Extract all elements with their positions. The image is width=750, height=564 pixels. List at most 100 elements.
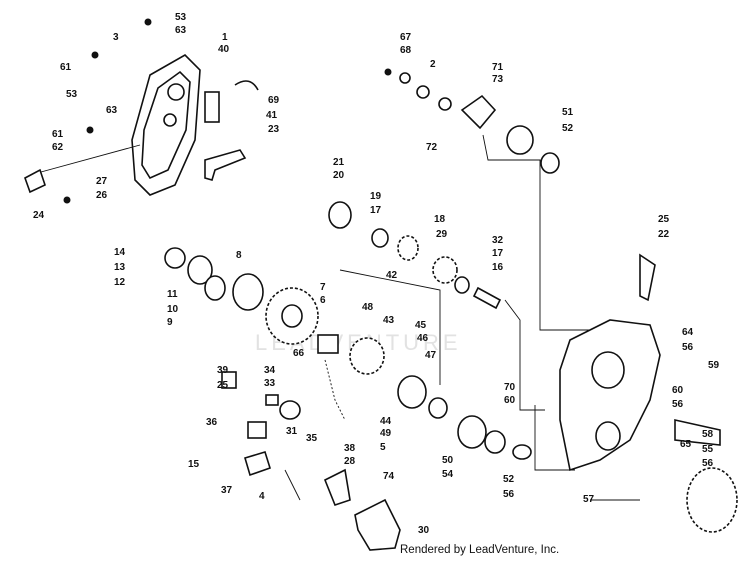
callout-48: 48 [362,302,374,313]
callout-56: 56 [702,458,714,469]
callout-20: 20 [333,170,345,181]
callout-28: 28 [344,456,356,467]
washer-17 [371,228,389,248]
callout-63: 63 [106,105,118,116]
callout-71: 71 [492,62,504,73]
callout-72: 72 [426,142,438,153]
callout-18: 18 [434,214,446,225]
callout-8: 8 [236,250,242,261]
callout-74: 74 [383,471,395,482]
callout-70: 70 [504,382,516,393]
gear-train-group [164,201,532,460]
roller-33 [279,400,301,420]
callout-60: 60 [504,395,516,406]
bearing-9 [232,273,264,311]
callout-38: 38 [344,443,356,454]
callout-47: 47 [425,350,437,361]
callout-52: 52 [562,123,574,134]
block-39 [221,371,237,389]
callout-40: 40 [218,44,230,55]
callout-2: 2 [430,59,436,70]
spring-11 [187,255,213,285]
callout-3: 3 [113,32,119,43]
lever-24 [24,168,46,194]
washer-17b [454,276,470,294]
callout-49: 49 [380,428,392,439]
callout-1: 1 [222,32,228,43]
washer-10 [204,275,226,301]
callout-11: 11 [167,289,178,300]
gear-32 [432,256,458,284]
bracket-37 [244,451,271,477]
callout-6: 6 [320,295,326,306]
callout-33: 33 [264,378,276,389]
callout-43: 43 [383,315,395,326]
shaft-27 [29,144,141,176]
hose-clamp [234,80,259,91]
callout-31: 31 [286,426,298,437]
housing-bore-upper [591,351,625,389]
callout-24: 24 [33,210,45,221]
leader-lines [339,134,590,471]
callout-17: 17 [492,248,504,259]
callout-17: 17 [370,205,382,216]
callout-58: 58 [702,429,714,440]
plate-71 [460,94,497,130]
callout-30: 30 [418,525,430,536]
callout-44: 44 [380,416,392,427]
callout-21: 21 [333,157,345,168]
callout-32: 32 [492,235,504,246]
callout-68: 68 [400,45,412,56]
callout-55: 55 [702,444,714,455]
callout-59: 59 [708,360,720,371]
callout-37: 37 [221,485,233,496]
callout-4: 4 [259,491,265,502]
callout-29: 29 [436,229,448,240]
callout-14: 14 [114,247,126,258]
tensioner-group [221,371,401,551]
drive-sprocket [686,467,738,533]
callout-69: 69 [268,95,280,106]
callout-52: 52 [503,474,515,485]
callout-67: 67 [400,32,412,43]
callout-10: 10 [167,304,179,315]
callout-56: 56 [682,342,694,353]
callout-26: 26 [96,190,108,201]
sprocket-7-hub [281,304,303,328]
callout-46: 46 [417,333,429,344]
callout-42: 42 [386,270,398,281]
washer-68 [399,72,411,84]
tensioner-36 [247,421,267,439]
callout-7: 7 [320,282,326,293]
screw-67 [384,68,392,76]
cover-boss-lower [163,113,177,127]
callout-60: 60 [672,385,684,396]
callout-23: 23 [268,124,280,135]
chain-66 [324,359,346,421]
callout-36: 36 [206,417,218,428]
arm-38 [323,468,351,506]
leader-line-d [534,405,575,471]
callout-15: 15 [188,459,200,470]
spacer-34 [265,394,279,406]
leader-line-a [482,134,590,331]
nut-63 [86,126,94,134]
bracket-22 [639,253,656,302]
bearing-51 [506,125,534,155]
bracket-23 [204,149,247,181]
callout-54: 54 [442,469,454,480]
spring-4 [284,469,301,501]
callout-27: 27 [96,176,108,187]
nut-26 [63,196,71,204]
upper-right-group [384,68,656,302]
callout-57: 57 [583,494,595,505]
cover-bracket [204,91,220,123]
callout-41: 41 [266,110,278,121]
sprocket-43 [349,337,385,375]
bearing-50 [457,415,487,449]
callout-73: 73 [492,74,504,85]
callout-64: 64 [682,327,694,338]
ring-52-upper [540,152,560,174]
